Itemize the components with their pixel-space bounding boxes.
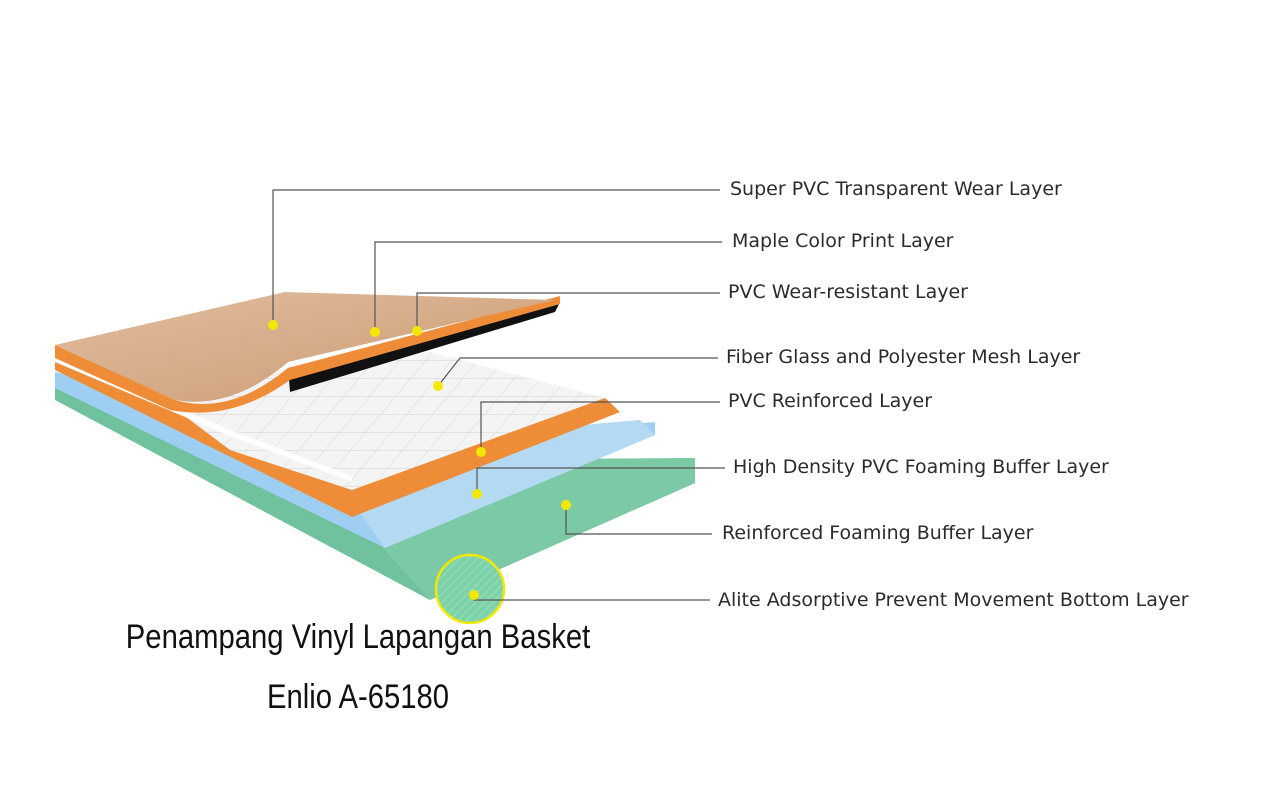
label-bottom-layer: Alite Adsorptive Prevent Movement Bottom… <box>718 589 1189 611</box>
leader-line-3 <box>416 292 720 331</box>
leader-line-4 <box>437 357 718 387</box>
leader-line-6 <box>476 467 725 494</box>
leader-line-7 <box>565 505 712 535</box>
callout-dot-8 <box>469 590 479 600</box>
leader-line-1 <box>272 189 720 325</box>
callout-dot-5 <box>476 447 486 457</box>
callout-dot-2 <box>370 327 380 337</box>
leader-line-2 <box>374 241 722 332</box>
label-fiber-glass-mesh-layer: Fiber Glass and Polyester Mesh Layer <box>726 346 1081 368</box>
caption-title: Penampang Vinyl Lapangan Basket <box>125 618 591 656</box>
label-reinforced-foaming-layer: Reinforced Foaming Buffer Layer <box>722 522 1034 544</box>
callout-dot-7 <box>561 500 571 510</box>
caption-model: Enlio A-65180 <box>266 678 450 716</box>
label-maple-print-layer: Maple Color Print Layer <box>732 230 954 252</box>
callout-dot-6 <box>472 489 482 499</box>
label-high-density-foaming-layer: High Density PVC Foaming Buffer Layer <box>733 456 1109 478</box>
label-pvc-wear-resistant-layer: PVC Wear-resistant Layer <box>728 281 968 303</box>
callout-dot-1 <box>268 320 278 330</box>
callout-dots <box>268 320 571 600</box>
bottom-layer-callout-hatch <box>437 556 503 622</box>
leader-line-5 <box>480 401 720 452</box>
leader-line-8 <box>473 595 710 601</box>
callout-dot-3 <box>412 326 422 336</box>
label-pvc-reinforced-layer: PVC Reinforced Layer <box>728 390 933 412</box>
layer-black-underside <box>288 302 560 392</box>
layer-wood-print <box>55 292 555 402</box>
callout-dot-4 <box>433 381 443 391</box>
label-super-pvc-wear-layer: Super PVC Transparent Wear Layer <box>730 178 1062 200</box>
